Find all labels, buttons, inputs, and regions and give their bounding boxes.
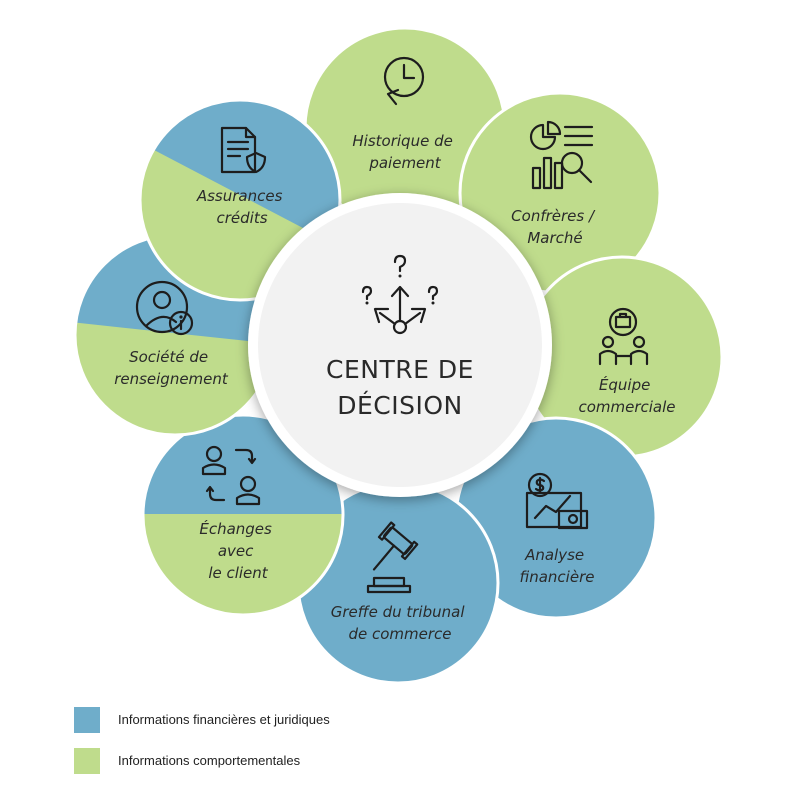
- center-node: CENTRE DE DÉCISION: [248, 193, 552, 497]
- legend: Informations financières et juridiques I…: [74, 707, 330, 774]
- petal-line: Société de: [129, 348, 208, 366]
- petal-label: Échanges avec le client: [199, 519, 276, 582]
- petal-label: Analyse financière: [520, 546, 595, 586]
- petal-label: Équipe commerciale: [578, 375, 675, 416]
- petal-line: Greffe du tribunal: [331, 603, 466, 621]
- petal-label: Confrères / Marché: [511, 207, 599, 247]
- petal-label: Historique de paiement: [352, 132, 457, 172]
- petal-label: Société de renseignement: [114, 348, 229, 388]
- insurance-document-icon: [220, 126, 267, 174]
- legend-swatch-blue: [74, 707, 100, 733]
- petal-label: Greffe du tribunal de commerce: [331, 603, 470, 643]
- petal-line: commerciale: [578, 398, 675, 416]
- petal-line: paiement: [368, 154, 441, 172]
- market-analysis-icon: [529, 120, 594, 190]
- legend-label: Informations financières et juridiques: [118, 712, 330, 727]
- legend-item-financieres: Informations financières et juridiques: [74, 707, 330, 733]
- petal-line: Analyse: [524, 546, 584, 564]
- exchange-users-icon: [201, 445, 261, 506]
- petal-line: crédits: [216, 209, 267, 227]
- sales-team-icon: [598, 307, 649, 366]
- financial-analysis-icon: [525, 472, 589, 530]
- petal-line: avec: [218, 542, 254, 560]
- petal-line: Échanges: [199, 519, 272, 538]
- legend-label: Informations comportementales: [118, 753, 301, 768]
- petal-line: renseignement: [114, 370, 229, 388]
- gavel-icon: [366, 521, 419, 594]
- petal-label: Assurances crédits: [196, 187, 287, 227]
- petal-line: Marché: [527, 229, 582, 247]
- legend-item-comportementales: Informations comportementales: [74, 748, 301, 774]
- petal-line: Confrères /: [511, 207, 596, 225]
- petal-line: de commerce: [348, 625, 451, 643]
- petal-line: Assurances: [196, 187, 283, 205]
- center-title-line-2: DÉCISION: [337, 391, 463, 420]
- petal-line: Historique de: [352, 132, 452, 150]
- petal-line: Équipe: [599, 375, 650, 394]
- clock-history-icon: [383, 56, 425, 106]
- center-title-line-1: CENTRE DE: [326, 355, 474, 384]
- petal-line: financière: [520, 568, 595, 586]
- legend-swatch-green: [74, 748, 100, 774]
- user-info-icon: [135, 280, 194, 336]
- decision-arrows-icon: [361, 254, 439, 335]
- petal-line: le client: [208, 564, 268, 582]
